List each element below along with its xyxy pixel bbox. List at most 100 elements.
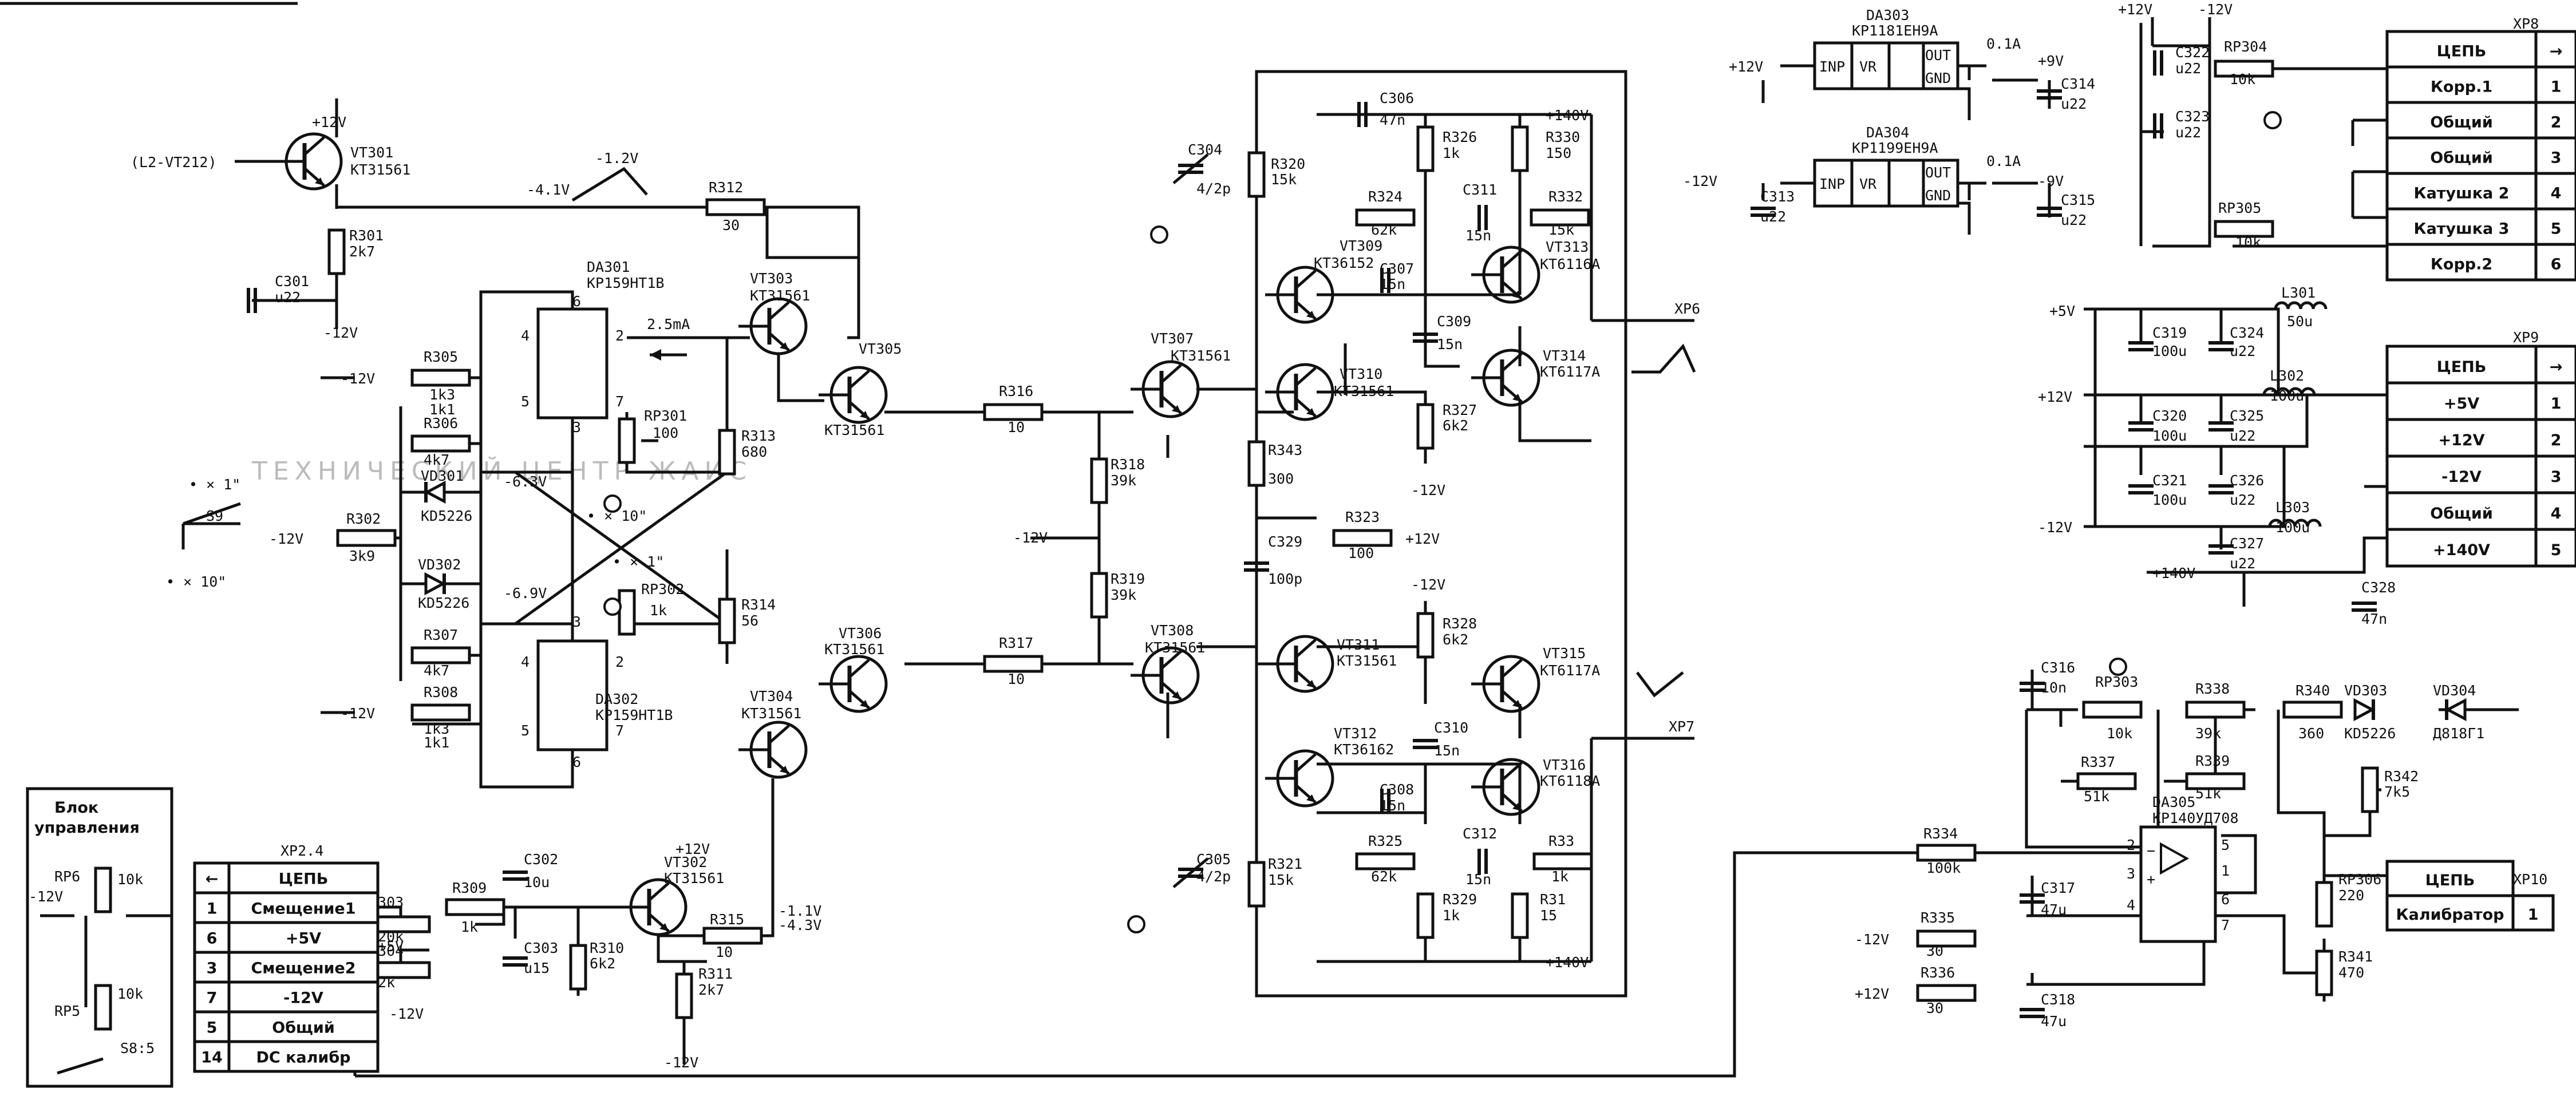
vt309-transistor: VT309 KT36152 xyxy=(1265,238,1382,322)
svg-text:VT304: VT304 xyxy=(750,688,793,705)
r332-resistor: R332 15k xyxy=(1531,188,1589,238)
svg-text:DA302: DA302 xyxy=(595,691,638,707)
svg-text:Д818Г1: Д818Г1 xyxy=(2433,725,2484,742)
ramp-waveform xyxy=(571,167,648,202)
rp302-pot: RP302 1k xyxy=(619,581,684,634)
r333-resistor: R33 1k xyxy=(1534,833,1591,885)
svg-text:R318: R318 xyxy=(1111,456,1145,473)
svg-text:C306: C306 xyxy=(1380,90,1414,106)
svg-text:100k: 100k xyxy=(1926,860,1961,876)
c313-capacitor: C313 u22 xyxy=(1751,188,1795,225)
svg-text:62k: 62k xyxy=(1371,868,1397,885)
c301-capacitor: C301 u22 xyxy=(248,273,309,313)
xp7-waveform xyxy=(1636,671,1684,698)
svg-text:150: 150 xyxy=(1546,145,1571,161)
da301-ic: DA301 KP159HT1B 4 5 2 7 6 3 xyxy=(521,259,664,436)
rail-m9: -9V xyxy=(2038,173,2064,189)
svg-text:30: 30 xyxy=(722,217,740,234)
svg-text:6: 6 xyxy=(572,293,581,310)
svg-text:VT307: VT307 xyxy=(1151,330,1194,347)
svg-text:KT6118A: KT6118A xyxy=(1540,773,1600,789)
svg-text:1k3: 1k3 xyxy=(429,386,455,403)
svg-text:L301: L301 xyxy=(2281,284,2316,301)
da302-ic: DA302 KP159HT1B 4 5 2 7 3 6 xyxy=(521,614,673,770)
svg-text:DA303: DA303 xyxy=(1866,7,1909,23)
c326-capacitor: C326 u22 xyxy=(2208,472,2264,508)
svg-text:VT313: VT313 xyxy=(1546,239,1589,255)
x1-label-a: • × 1" xyxy=(189,476,240,493)
svg-text:u22: u22 xyxy=(1760,208,1786,225)
l301-inductor: L301 50u xyxy=(2275,284,2326,330)
l2-vt212-label: (L2-VT212) xyxy=(131,154,217,171)
svg-text:56: 56 xyxy=(741,612,758,629)
c318-capacitor: C318 47u xyxy=(2020,991,2075,1030)
connector-pin: 6 xyxy=(2551,255,2562,273)
svg-text:C314: C314 xyxy=(2061,76,2095,92)
adjust-marker-icon xyxy=(603,494,622,513)
rail-p140-xp9: +140V xyxy=(2152,565,2195,581)
svg-text:R340: R340 xyxy=(2296,682,2330,699)
v-m41-label: -4.1V xyxy=(527,181,570,198)
r318-resistor: R318 39k xyxy=(1092,456,1145,502)
svg-text:DA305: DA305 xyxy=(2152,794,2195,810)
svg-text:KT6117A: KT6117A xyxy=(1540,363,1600,380)
r324-resistor: R324 62k xyxy=(1357,188,1414,238)
svg-text:2: 2 xyxy=(615,327,624,344)
vt313-transistor: VT313 KT6116A xyxy=(1471,239,1600,302)
rp305-pot: RP305 10k xyxy=(2215,200,2273,251)
svg-text:R337: R337 xyxy=(2081,754,2115,770)
r326-resistor: R326 1k xyxy=(1418,127,1477,171)
svg-text:39k: 39k xyxy=(1111,587,1136,603)
rail-m12-r335: -12V xyxy=(1855,931,1889,948)
r321-resistor: R321 15k xyxy=(1249,856,1302,906)
adjust-marker-icon-3 xyxy=(2263,111,2282,129)
trim-marker-icon xyxy=(1150,225,1168,244)
svg-text:R329: R329 xyxy=(1443,891,1477,908)
svg-text:15n: 15n xyxy=(1465,227,1491,244)
svg-text:C303: C303 xyxy=(524,940,558,956)
wiring xyxy=(40,17,2519,1078)
svg-text:u22: u22 xyxy=(2061,212,2087,228)
svg-text:C318: C318 xyxy=(2041,991,2075,1008)
svg-text:4/2p: 4/2p xyxy=(1196,180,1231,197)
svg-text:KP1181EH9A: KP1181EH9A xyxy=(1852,22,1938,39)
r319-resistor: R319 39k xyxy=(1092,571,1145,617)
vt315-transistor: VT315 KT6117A xyxy=(1471,645,1600,711)
svg-text:R341: R341 xyxy=(2338,948,2373,965)
svg-text:u22: u22 xyxy=(2230,343,2255,359)
svg-text:R334: R334 xyxy=(1923,825,1958,842)
svg-text:3: 3 xyxy=(572,614,581,630)
control-block: Блок управления RP6 -12V 10k RP5 10k S8:… xyxy=(26,787,173,1088)
connector-net: -12V xyxy=(283,989,323,1007)
vd303-diode: VD303 KD5226 xyxy=(2344,682,2396,742)
svg-text:VT315: VT315 xyxy=(1543,645,1586,662)
connector-pin: 1 xyxy=(2551,78,2562,96)
connector-pin: 3 xyxy=(2551,468,2562,486)
svg-text:VT309: VT309 xyxy=(1340,238,1382,254)
connector-net: +5V xyxy=(286,929,321,947)
svg-text:R302: R302 xyxy=(346,511,381,527)
vt308-transistor: VT308 KT31561 xyxy=(1131,622,1205,703)
svg-text:C315: C315 xyxy=(2061,192,2095,208)
svg-text:15n: 15n xyxy=(1380,276,1405,292)
svg-text:10u: 10u xyxy=(524,874,550,891)
svg-text:−: − xyxy=(2147,842,2155,859)
connector-net: Катушка 3 xyxy=(2414,220,2510,238)
svg-text:300: 300 xyxy=(1268,470,1294,487)
svg-text:KT31561: KT31561 xyxy=(824,641,884,658)
svg-text:2k7: 2k7 xyxy=(349,243,375,260)
rail-m12-vt301: -12V xyxy=(323,325,358,341)
svg-text:VD302: VD302 xyxy=(418,556,461,573)
svg-text:DA301: DA301 xyxy=(587,259,630,275)
connector-pin: 3 xyxy=(2551,149,2562,167)
da304-current: 0.1A xyxy=(1986,153,2021,169)
c310-capacitor: C310 15n xyxy=(1413,719,1468,759)
xp6-label: XP6 xyxy=(1674,300,1700,317)
svg-text:u15: u15 xyxy=(524,960,550,976)
connector-pin: 3 xyxy=(207,959,218,977)
r339-resistor: R339 51k xyxy=(2187,753,2244,802)
svg-text:KT31561: KT31561 xyxy=(664,870,724,887)
svg-text:1k: 1k xyxy=(650,602,667,619)
rail-m12-r305: -12V xyxy=(341,370,375,387)
